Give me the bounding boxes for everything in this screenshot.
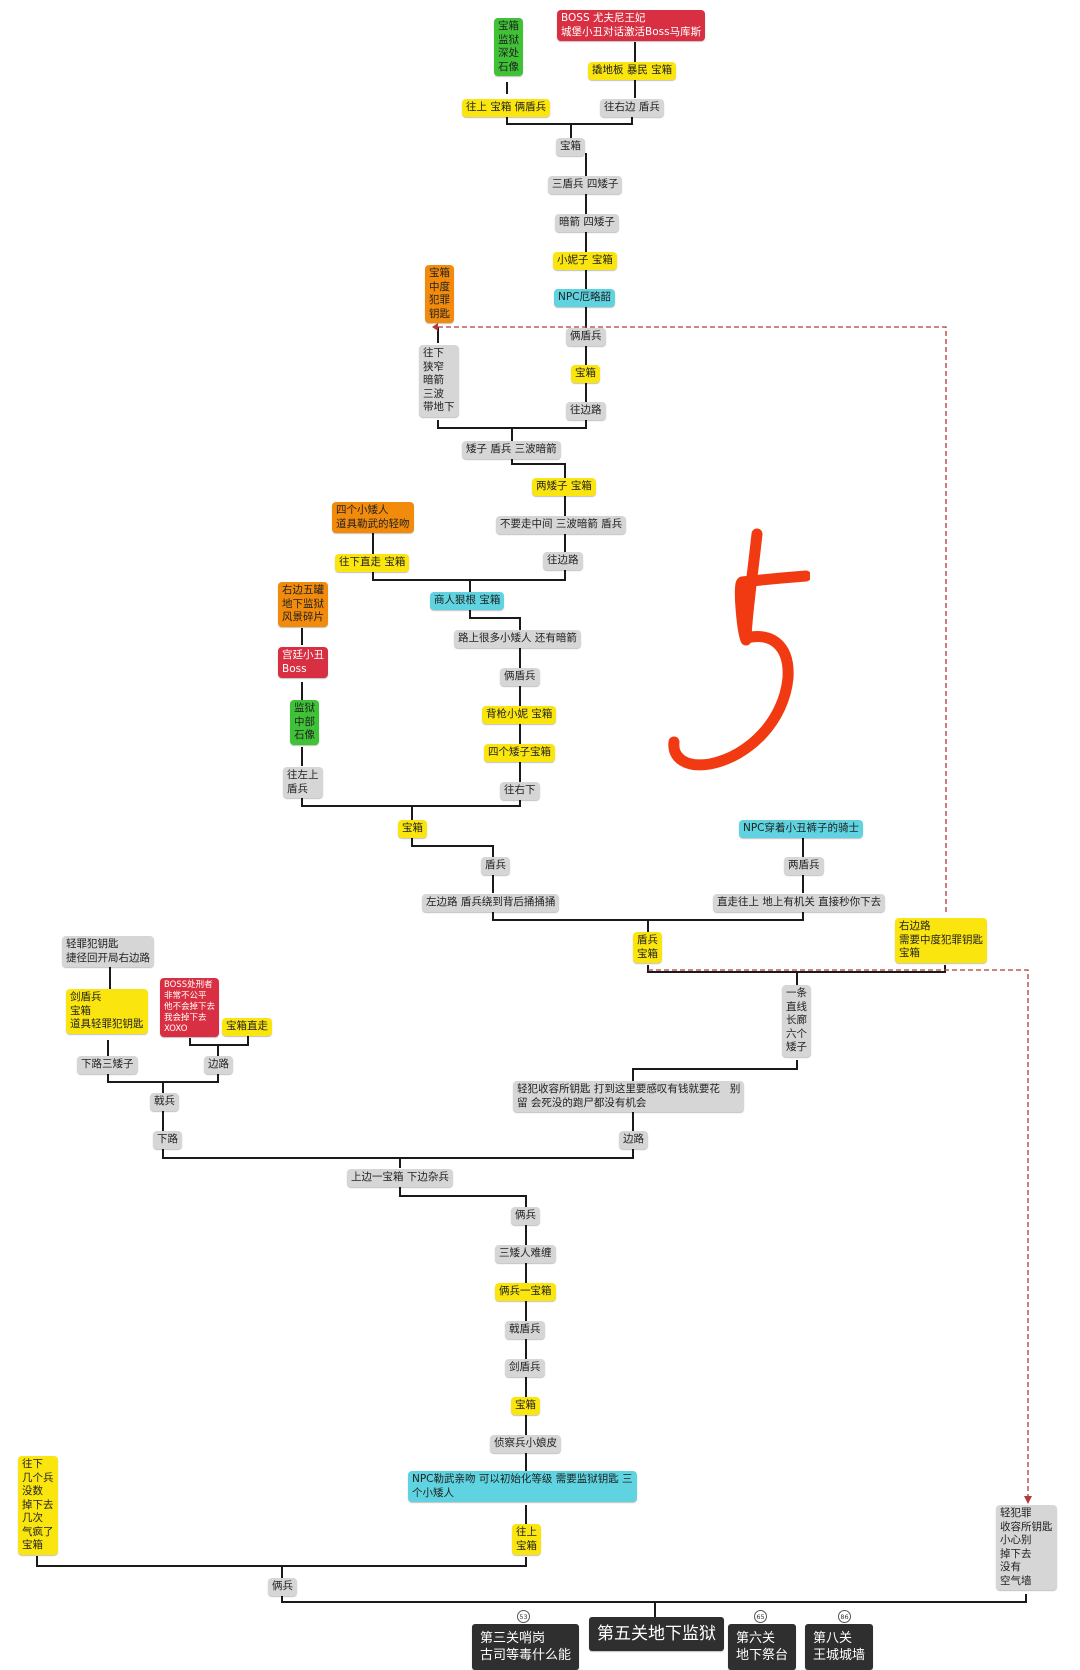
side-road-node[interactable]: 边路 — [619, 1131, 648, 1149]
light-prison-key-node[interactable]: 轻犯收容所钥匙 打到这里要感叹有钱就要花 别 留 会死没的跑尸都没有机会 — [513, 1081, 745, 1112]
badge-53: 53 — [517, 1610, 530, 1623]
pry-floor-node[interactable]: 撬地板 暴民 宝箱 — [588, 62, 677, 80]
stage-6-node[interactable]: 第六关 地下祭台 — [728, 1624, 797, 1670]
two-soldier-chest-node[interactable]: 俩兵一宝箱 — [495, 1283, 556, 1301]
up-chest-node[interactable]: 往上 宝箱 俩盾兵 — [462, 99, 551, 117]
connector — [469, 608, 521, 630]
npc-lewu-node[interactable]: NPC勒武亲吻 可以初始化等级 需要监狱钥匙 三 个小矮人 — [408, 1471, 637, 1502]
scenery-shard-node[interactable]: 右边五罐 地下监狱 风景碎片 — [278, 582, 328, 627]
scribble-stroke — [668, 528, 810, 771]
right-shield-node[interactable]: 往右边 盾兵 — [600, 99, 664, 117]
light-crime-key-node[interactable]: 轻罪犯钥匙 捷径回开局右边路 — [62, 936, 154, 967]
hand-drawn-five-scribble — [668, 528, 810, 771]
connector — [437, 417, 587, 429]
to-right-down-node[interactable]: 往右下 — [500, 782, 540, 800]
chest-node[interactable]: 宝箱 — [511, 1397, 540, 1415]
stage-3-node[interactable]: 第三关哨岗 古司等毒什么能 — [472, 1624, 580, 1670]
three-shield-node[interactable]: 三盾兵 四矮子 — [548, 176, 623, 194]
up-chest-node[interactable]: 往上 宝箱 — [512, 1524, 541, 1555]
connector — [632, 1060, 798, 1081]
shield-node[interactable]: 盾兵 — [481, 857, 510, 875]
merchant-chest-node[interactable]: 商人狠根 宝箱 — [430, 592, 505, 610]
arrow-four-dwarf-node[interactable]: 暗箭 四矮子 — [555, 214, 619, 232]
arrowheads — [432, 323, 1032, 1504]
two-soldier-node[interactable]: 俩兵 — [511, 1207, 540, 1225]
badge-86: 86 — [838, 1610, 851, 1623]
dashed-link — [438, 326, 947, 914]
upper-chest-node[interactable]: 上边一宝箱 下边杂兵 — [347, 1169, 453, 1187]
to-side-node[interactable]: 往边路 — [566, 402, 606, 420]
two-shield-node[interactable]: 俩盾兵 — [566, 328, 606, 346]
left-road-node[interactable]: 左边路 盾兵绕到背后捅捅捅 — [422, 894, 560, 912]
chest-node[interactable]: 宝箱 — [556, 138, 585, 156]
badge-65: 65 — [754, 1610, 767, 1623]
chest-node[interactable]: 宝箱 — [571, 365, 600, 383]
side-road-node[interactable]: 边路 — [204, 1056, 233, 1074]
down-road-node[interactable]: 下路 — [153, 1131, 182, 1149]
chest-straight-node[interactable]: 宝箱直走 — [222, 1018, 272, 1036]
down-few-soldiers-node[interactable]: 往下 几个兵 没数 掉下去 几次 气疯了 宝箱 — [18, 1456, 58, 1555]
road-many-dwarves-node[interactable]: 路上很多小矮人 还有暗箭 — [454, 630, 581, 648]
prison-mid-statue-node[interactable]: 监狱 中部 石像 — [290, 700, 319, 745]
dashed-links — [438, 326, 1029, 1496]
npc-jester-knight-node[interactable]: NPC穿着小丑裤子的骑士 — [739, 820, 864, 838]
stage-5-root-node[interactable]: 第五关地下监狱 — [589, 1617, 724, 1651]
connector — [107, 1073, 219, 1083]
two-dwarf-chest-node[interactable]: 两矮子 宝箱 — [532, 478, 596, 496]
halberd-shield-node[interactable]: 戟盾兵 — [505, 1321, 545, 1339]
down-straight-chest-node[interactable]: 往下直走 宝箱 — [335, 554, 410, 572]
connector — [301, 797, 521, 807]
solid-connectors — [36, 42, 1027, 1620]
medium-crime-key-node[interactable]: 宝箱 中度 犯罪 钥匙 — [425, 265, 454, 323]
npc-elue-node[interactable]: NPC厄略韶 — [554, 289, 616, 307]
arrowhead — [1024, 1496, 1032, 1504]
shield-chest-node[interactable]: 盾兵 宝箱 — [633, 932, 662, 963]
two-shield-node[interactable]: 两盾兵 — [784, 857, 824, 875]
dashed-link — [648, 969, 1029, 1496]
halberd-node[interactable]: 戟兵 — [150, 1093, 179, 1111]
connector — [281, 1594, 1027, 1603]
light-prison-warning-node[interactable]: 轻犯罪 收容所钥匙 小心别 掉下去 没有 空气墙 — [996, 1505, 1057, 1590]
down-three-dwarf-node[interactable]: 下路三矮子 — [77, 1056, 138, 1074]
sword-shield-node[interactable]: 剑盾兵 — [505, 1359, 545, 1377]
connector — [162, 1147, 634, 1159]
four-dwarf-kiss-node[interactable]: 四个小矮人 道具勒武的轻吻 — [332, 502, 414, 533]
chest-node[interactable]: 宝箱 — [398, 820, 427, 838]
dwarf-shield-node[interactable]: 矮子 盾兵 三波暗箭 — [462, 441, 561, 459]
down-narrow-node[interactable]: 往下 狭窄 暗箭 三波 带地下 — [419, 345, 459, 417]
straight-corridor-node[interactable]: 一条 直线 长廊 六个 矮子 — [782, 985, 811, 1057]
three-dwarf-node[interactable]: 三矮人难缠 — [495, 1245, 556, 1263]
two-shield-node[interactable]: 俩盾兵 — [500, 668, 540, 686]
boss-queen-node[interactable]: BOSS 尤夫尼王妃 城堡小丑对话激活Boss马库斯 — [557, 10, 706, 41]
nini-chest-node[interactable]: 小妮子 宝箱 — [553, 252, 617, 270]
connector — [492, 910, 804, 921]
prison-deep-statue-node[interactable]: 宝箱 监狱 深处 石像 — [494, 18, 523, 76]
sword-shield-key-node[interactable]: 剑盾兵 宝箱 道具轻罪犯钥匙 — [66, 989, 148, 1034]
boss-executioner-node[interactable]: BOSS处刑者 非常不公平 他不会掉下去 我会掉下去 XOXO — [160, 978, 220, 1037]
dont-go-middle-node[interactable]: 不要走中间 三波暗箭 盾兵 — [496, 516, 627, 534]
arrowhead — [432, 323, 438, 331]
connector — [647, 965, 946, 973]
to-side-node[interactable]: 往边路 — [543, 552, 583, 570]
stage-8-node[interactable]: 第八关 王城城墙 — [805, 1624, 874, 1670]
jester-boss-node[interactable]: 宫廷小丑 Boss — [278, 647, 328, 678]
connector — [511, 456, 566, 478]
straight-up-trap-node[interactable]: 直走往上 地上有机关 直接秒你下去 — [713, 894, 886, 912]
right-road-key-node[interactable]: 右边路 需要中度犯罪钥匙 宝箱 — [895, 918, 987, 963]
connector — [36, 1556, 527, 1567]
four-dwarf-chest-node[interactable]: 四个矮子宝箱 — [484, 744, 555, 762]
left-up-shield-node[interactable]: 往左上 盾兵 — [283, 767, 323, 798]
connector — [506, 115, 633, 125]
connector — [411, 836, 494, 857]
scout-node[interactable]: 侦察兵小娘皮 — [490, 1435, 561, 1453]
connector — [399, 1185, 527, 1207]
gun-nini-chest-node[interactable]: 背枪小妮 宝箱 — [482, 706, 557, 724]
two-soldier-node[interactable]: 俩兵 — [268, 1578, 297, 1596]
